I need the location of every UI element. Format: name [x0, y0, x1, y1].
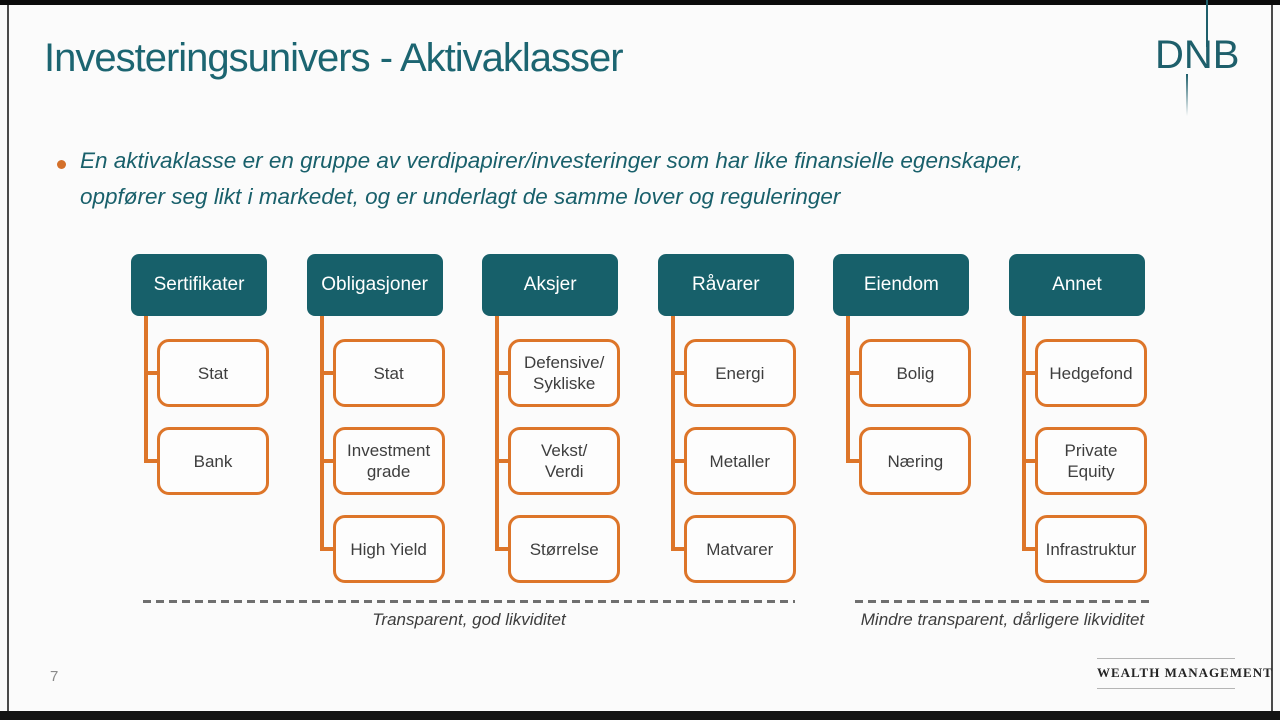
wealth-management-rule-bottom	[1097, 688, 1235, 689]
dnb-logo-descender-line	[1186, 74, 1188, 116]
asset-subclass-box: Defensive/ Sykliske	[508, 339, 621, 407]
connector-stub-line	[144, 459, 160, 463]
dashed-separator-right	[855, 600, 1150, 603]
asset-subclass-label: Infrastruktur	[1045, 539, 1137, 559]
asset-subclass-label: Energi	[715, 363, 765, 383]
asset-subclass-label: Matvarer	[706, 539, 774, 559]
asset-subclass-box: Energi	[683, 339, 796, 407]
connector-stub-line	[1021, 371, 1038, 375]
asset-subclass-box: Metaller	[683, 427, 796, 495]
bullet-icon	[57, 160, 66, 169]
asset-class-header: Råvarer	[657, 254, 794, 316]
liquidity-label-right: Mindre transparent, dårligere likviditet	[860, 610, 1145, 629]
asset-subclass-box: Investment grade	[332, 427, 445, 495]
asset-subclass-label: Bank	[193, 451, 233, 471]
frame-top-border	[0, 0, 1280, 5]
asset-subclass-box: Bank	[157, 427, 269, 495]
asset-subclass-box: Næring	[859, 427, 972, 495]
asset-subclass-label: Private Equity	[1064, 441, 1118, 481]
asset-subclass-label: Næring	[887, 451, 944, 471]
asset-subclass-box: Hedgefond	[1034, 339, 1147, 407]
connector-stub-line	[670, 547, 687, 551]
connector-vertical-line	[319, 316, 324, 551]
connector-stub-line	[846, 459, 863, 463]
liquidity-label-left: Transparent, god likviditet	[372, 610, 566, 629]
connector-stub-line	[319, 371, 336, 375]
connector-vertical-line	[495, 316, 500, 551]
asset-subclass-label: Stat	[373, 363, 404, 383]
connector-stub-line	[495, 371, 512, 375]
asset-subclass-box: High Yield	[332, 515, 445, 583]
asset-class-header: Obligasjoner	[306, 254, 443, 316]
asset-subclass-label: Investment grade	[347, 441, 431, 481]
bullet-text: En aktivaklasse er en gruppe av verdipap…	[80, 143, 1200, 215]
asset-class-header: Annet	[1008, 254, 1145, 316]
asset-subclass-box: Private Equity	[1034, 427, 1147, 495]
connector-stub-line	[319, 547, 336, 551]
connector-stub-line	[1021, 459, 1038, 463]
connector-vertical-line	[670, 316, 675, 551]
connector-stub-line	[1021, 547, 1038, 551]
asset-class-header: Aksjer	[482, 254, 619, 316]
dnb-logo-ascender-line	[1206, 0, 1208, 47]
connector-stub-line	[144, 371, 160, 375]
connector-stub-line	[670, 371, 687, 375]
asset-subclass-box: Matvarer	[683, 515, 796, 583]
asset-subclass-label: Størrelse	[529, 539, 599, 559]
connector-vertical-line	[144, 316, 148, 463]
wealth-management-rule-top	[1097, 658, 1235, 659]
wealth-management-mark: WEALTH MANAGEMENT	[1097, 658, 1273, 689]
asset-subclass-box: Bolig	[859, 339, 972, 407]
asset-subclass-label: Vekst/ Verdi	[541, 441, 588, 481]
asset-subclass-label: High Yield	[350, 539, 427, 559]
asset-class-header: Sertifikater	[131, 254, 267, 316]
connector-stub-line	[495, 459, 512, 463]
asset-subclass-label: Bolig	[896, 363, 935, 383]
connector-stub-line	[846, 371, 863, 375]
connector-vertical-line	[1021, 316, 1026, 551]
asset-subclass-label: Defensive/ Sykliske	[524, 353, 605, 393]
bullet-line-1: En aktivaklasse er en gruppe av verdipap…	[80, 148, 1024, 173]
asset-subclass-label: Hedgefond	[1049, 363, 1133, 383]
asset-subclass-box: Størrelse	[508, 515, 621, 583]
dnb-logo: DNB	[1155, 33, 1240, 77]
connector-vertical-line	[846, 316, 851, 463]
asset-subclass-box: Stat	[157, 339, 269, 407]
frame-left-border	[7, 5, 9, 711]
asset-subclass-label: Metaller	[709, 451, 771, 471]
asset-class-header: Eiendom	[833, 254, 970, 316]
bullet-line-2: oppfører seg likt i markedet, og er unde…	[80, 184, 841, 209]
asset-subclass-box: Vekst/ Verdi	[508, 427, 621, 495]
dashed-separator-left	[143, 600, 795, 603]
wealth-management-label: WEALTH MANAGEMENT	[1097, 665, 1273, 680]
connector-stub-line	[495, 547, 512, 551]
frame-right-border	[1271, 5, 1273, 711]
asset-subclass-label: Stat	[197, 363, 229, 383]
page-number: 7	[50, 668, 59, 685]
asset-subclass-box: Stat	[332, 339, 445, 407]
page-title: Investeringsunivers - Aktivaklasser	[44, 36, 624, 80]
connector-stub-line	[319, 459, 336, 463]
connector-stub-line	[670, 459, 687, 463]
frame-bottom-border	[0, 711, 1280, 720]
asset-subclass-box: Infrastruktur	[1034, 515, 1147, 583]
